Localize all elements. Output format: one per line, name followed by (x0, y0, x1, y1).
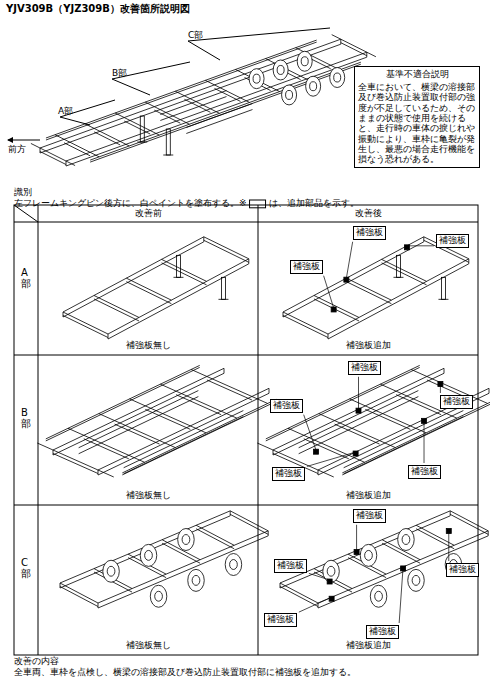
box-body: 全車において、横梁の溶接部及び巻込防止装置取付部の強度が不足しているため、そのま… (358, 82, 476, 165)
label: B部 (112, 68, 127, 79)
label: 補強板無し (126, 340, 171, 351)
leader-line (307, 452, 356, 466)
label: A部 (58, 106, 73, 117)
label: 補強板追加 (346, 490, 391, 501)
callout-box: 補強板 (353, 226, 386, 240)
label: 補強板追加 (346, 340, 391, 351)
callout-box: 補強板 (270, 399, 303, 413)
label: C部 (188, 30, 203, 41)
leader-line (424, 419, 425, 463)
callout-text: 補強板 (439, 235, 466, 245)
label: 改善前 (135, 208, 162, 219)
section-heading: 改善の内容 (14, 656, 59, 667)
leader-line (346, 242, 352, 278)
callout-box: 補強板 (348, 361, 381, 375)
label: 補強板無し (126, 640, 171, 651)
overview-leaders (8, 28, 330, 140)
callout-text: 補強板 (411, 466, 438, 476)
row-label: C部 (21, 557, 31, 579)
callout-text: 補強板 (356, 510, 383, 520)
label: 補強板無し (126, 490, 171, 501)
callout-box: 補強板 (366, 625, 399, 639)
label: は、追加部品を示す。 (269, 198, 359, 209)
label: 補強板追加 (346, 640, 391, 651)
callout-text: 補強板 (369, 626, 396, 636)
diagram-title: YJV309B（YJZ309B）改善箇所説明図 (6, 3, 190, 15)
leader-line (299, 597, 332, 612)
leader-line (309, 573, 330, 580)
label: 前方 (8, 144, 26, 155)
leader-line (358, 377, 359, 409)
callout-text: 補強板 (267, 614, 294, 624)
callout-box: 補強板 (440, 395, 473, 409)
label: 改善後 (355, 208, 382, 219)
leader-line (448, 530, 449, 561)
callout-text: 補強板 (275, 468, 302, 478)
callout-text: 補強板 (351, 362, 378, 372)
callout-text: 補強板 (277, 560, 304, 570)
leader-line (399, 567, 403, 623)
callout-text: 補強板 (449, 564, 476, 574)
row-label: B部 (21, 407, 31, 429)
callout-box: 補強板 (446, 563, 479, 577)
callout-box: 補強板 (290, 260, 323, 274)
callout-text: 補強板 (443, 396, 470, 406)
callout-box: 補強板 (272, 467, 305, 481)
label: 識別 (14, 187, 32, 198)
leader-line (304, 415, 316, 451)
label: 全車両、車枠を点検し、横梁の溶接部及び巻込防止装置取付部に補強板を追加する。 (14, 667, 356, 678)
callout-text: 補強板 (293, 261, 320, 271)
added-part-symbol (250, 200, 266, 208)
leader-line (356, 525, 357, 551)
callout-box: 補強板 (274, 559, 307, 573)
leader-line (324, 276, 334, 308)
explanation-box: 基準不適合説明全車において、横梁の溶接部及び巻込防止装置取付部の強度が不足してい… (354, 66, 480, 168)
callout-box: 補強板 (353, 509, 386, 523)
callout-box: 補強板 (408, 465, 441, 479)
leader-line (440, 382, 441, 393)
callout-box: 補強板 (264, 613, 297, 627)
row-label: A部 (21, 267, 31, 289)
callout-text: 補強板 (356, 227, 383, 237)
callout-box: 補強板 (436, 234, 469, 248)
callout-text: 補強板 (273, 400, 300, 410)
leader-line (407, 245, 434, 246)
label: 左フレームキングピン後方に、白ペイントを塗布する。※ (14, 198, 247, 209)
box-heading: 基準不適合説明 (358, 69, 476, 80)
table-grid (14, 205, 478, 655)
